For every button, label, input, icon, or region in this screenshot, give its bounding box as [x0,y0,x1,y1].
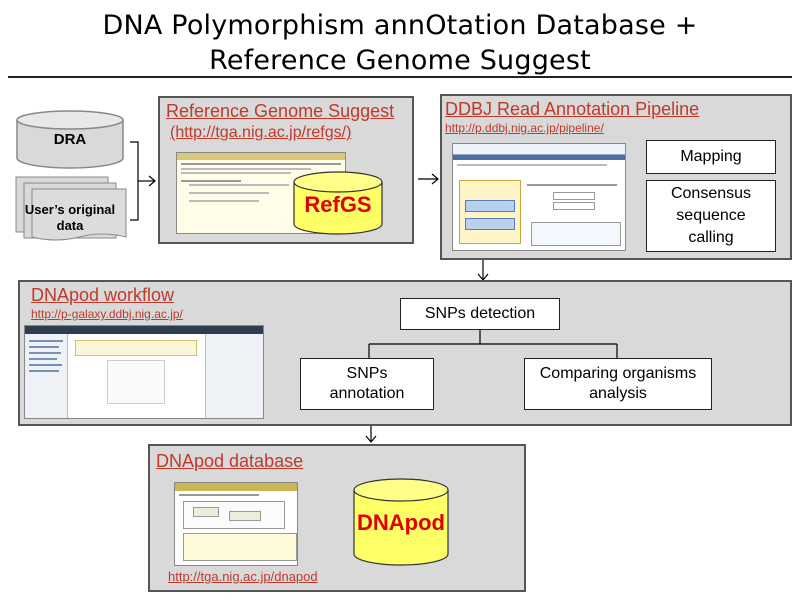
consensus-label-line-3: calling [688,229,734,246]
snps-annotation-line-1: SNPs [346,365,388,382]
refgs-screenshot-header [177,153,345,160]
refgs-url-link[interactable]: (http://tga.nig.ac.jp/refgs/) [170,124,352,141]
user-data-documents [15,176,127,241]
title-divider [8,76,792,78]
workflow-tree-connector [368,330,618,358]
database-screenshot [174,482,298,566]
refgs-db-label: RefGS [304,192,372,217]
workflow-screenshot [24,325,264,419]
comparing-organisms-line-1: Comparing organisms [539,365,697,382]
arrow-pipeline-to-workflow [477,260,489,281]
page-title: DNA Polymorphism annOtation Database + R… [0,8,800,78]
dra-label: DRA [53,131,87,148]
user-data-label-line-2: data [56,218,84,233]
comparing-organisms-line-2: analysis [589,385,647,402]
mapping-label: Mapping [680,148,742,165]
refgs-title-link[interactable]: Reference Genome Suggest [166,101,395,121]
comparing-organisms-box: Comparing organisms analysis [524,358,712,410]
consensus-label-line-2: sequence [676,207,746,224]
workflow-title-link[interactable]: DNApod workflow [31,285,175,305]
mapping-box: Mapping [646,140,776,174]
dnapod-cylinder [353,478,449,566]
database-title-link[interactable]: DNApod database [156,451,304,471]
inputs-bracket-arrow [130,141,156,221]
snps-detection-box: SNPs detection [400,298,560,330]
arrow-refgs-to-pipeline [418,173,439,185]
snps-annotation-box: SNPs annotation [300,358,434,410]
snps-detection-label: SNPs detection [424,305,536,322]
workflow-url-link[interactable]: http://p-galaxy.ddbj.nig.ac.jp/ [31,307,183,321]
pipeline-url-link[interactable]: http://p.ddbj.nig.ac.jp/pipeline/ [445,121,604,135]
arrow-workflow-to-database [365,426,377,443]
title-line-1: DNA Polymorphism annOtation Database + [102,10,698,41]
dra-cylinder [16,110,124,169]
database-url-link[interactable]: http://tga.nig.ac.jp/dnapod [168,569,318,584]
title-line-2: Reference Genome Suggest [209,45,591,76]
user-data-label-line-1: User’s original [24,202,116,217]
consensus-box: Consensus sequence calling [646,180,776,252]
dnapod-db-label: DNApod [357,510,445,535]
pipeline-screenshot [452,143,626,251]
refgs-cylinder [293,171,383,235]
snps-annotation-line-2: annotation [329,385,405,402]
user-data-label: User’s original data [24,202,116,234]
pipeline-title-link[interactable]: DDBJ Read Annotation Pipeline [445,99,700,119]
consensus-label-line-1: Consensus [670,185,752,202]
